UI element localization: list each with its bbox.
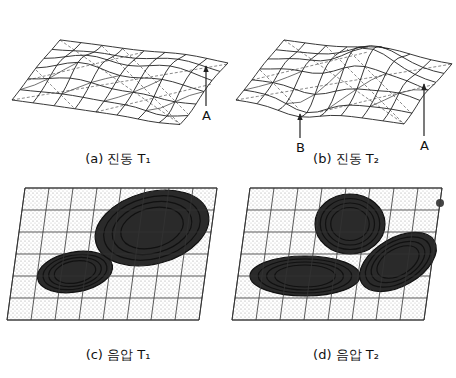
mesh-line xyxy=(20,90,188,116)
mesh-line xyxy=(28,78,196,104)
contour-blob xyxy=(116,201,188,256)
mesh-line xyxy=(12,40,60,100)
mesh-line xyxy=(276,46,444,74)
mesh-line xyxy=(117,52,165,115)
grid-line xyxy=(247,210,439,211)
grid-line xyxy=(241,254,433,255)
base-line xyxy=(347,49,412,114)
contour-blob xyxy=(96,186,207,271)
mesh-line xyxy=(370,90,428,107)
contour-blob xyxy=(46,254,103,291)
mesh-line xyxy=(104,79,162,101)
leader-arrow xyxy=(299,114,300,138)
grid-line xyxy=(19,232,211,233)
panel-caption: (b) 진동 T₂ xyxy=(313,152,379,166)
point-label: A xyxy=(419,139,430,153)
contour-blob xyxy=(53,258,98,287)
mesh-line xyxy=(33,43,81,103)
mesh-line xyxy=(320,47,368,116)
mesh-line xyxy=(75,48,123,109)
mesh-line xyxy=(404,64,452,124)
leader-arrow xyxy=(205,66,206,106)
mesh-line xyxy=(36,62,204,91)
mesh-line xyxy=(236,40,284,100)
stippled-ground xyxy=(232,188,442,320)
mesh-surface xyxy=(236,40,452,124)
mesh-line xyxy=(244,90,412,113)
base-line xyxy=(252,52,368,80)
contour-blob xyxy=(315,194,385,254)
point-label: B xyxy=(295,141,306,155)
point-label: A xyxy=(201,109,212,123)
mesh-line xyxy=(60,40,228,63)
leader-arrows xyxy=(206,66,424,138)
contour-blob xyxy=(320,199,380,250)
mesh-line xyxy=(96,51,144,112)
contour-blob xyxy=(357,226,439,297)
leader-arrow xyxy=(423,84,424,136)
mesh-line xyxy=(341,46,389,115)
mesh-line xyxy=(20,62,78,89)
vibration-mesh xyxy=(12,40,452,125)
grid-line xyxy=(235,298,427,299)
panel-caption: (a) 진동 T₁ xyxy=(85,152,151,166)
mesh-line xyxy=(146,92,204,111)
contour-panel xyxy=(232,188,446,320)
contour-panel xyxy=(7,178,217,320)
grid-line xyxy=(10,298,202,299)
contour-blob xyxy=(87,178,218,278)
grid-line xyxy=(232,320,424,321)
panel-caption: (c) 음압 T₁ xyxy=(86,348,151,362)
mesh-line xyxy=(62,76,120,94)
contour-blob xyxy=(364,233,432,291)
mesh-line xyxy=(159,58,207,122)
mesh-line xyxy=(299,47,347,117)
mesh-line xyxy=(284,40,452,64)
base-line xyxy=(12,64,228,100)
mesh-line xyxy=(12,100,180,125)
base-line xyxy=(96,84,212,112)
grid-line xyxy=(250,188,442,189)
mesh-surface xyxy=(12,40,228,125)
mesh-line xyxy=(236,100,404,124)
grid-line xyxy=(7,320,199,321)
grid-line xyxy=(13,276,205,277)
mesh-line xyxy=(138,55,186,119)
contour-blob xyxy=(40,250,110,295)
panel-caption: (d) 음압 T₂ xyxy=(313,348,379,362)
grid-line xyxy=(244,232,436,233)
mesh-line xyxy=(244,71,302,90)
mesh-line xyxy=(286,68,344,104)
grid-line xyxy=(16,254,208,255)
grid-line xyxy=(238,276,430,277)
mesh-line xyxy=(44,55,212,80)
grid-line xyxy=(22,210,214,211)
grid-line xyxy=(25,188,217,189)
base-line xyxy=(236,64,452,100)
contour-blob xyxy=(371,239,424,285)
pressure-contour xyxy=(7,178,446,320)
mesh-line xyxy=(180,63,228,125)
